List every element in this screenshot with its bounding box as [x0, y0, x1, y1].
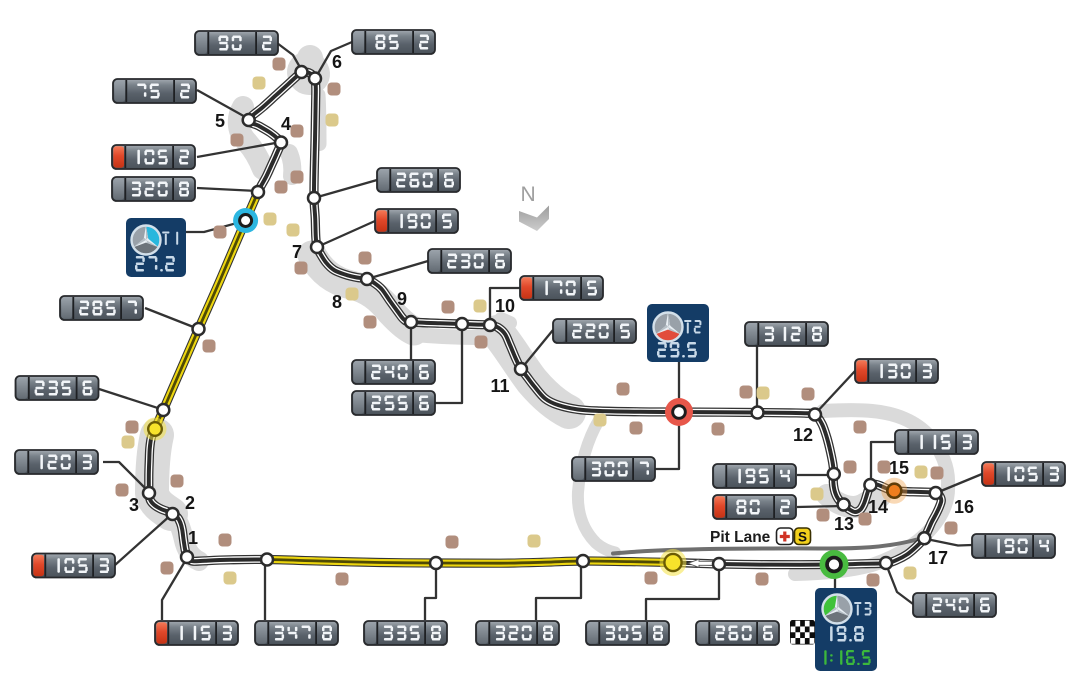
svg-text:17: 17: [928, 548, 948, 568]
svg-text:16: 16: [954, 497, 974, 517]
svg-text:7: 7: [292, 242, 302, 262]
svg-text:1: 1: [188, 528, 198, 548]
svg-text:11: 11: [490, 376, 509, 396]
svg-text:9: 9: [397, 289, 407, 309]
svg-text:14: 14: [868, 497, 888, 517]
svg-text:12: 12: [793, 425, 813, 445]
svg-text:15: 15: [889, 458, 909, 478]
svg-text:3: 3: [129, 495, 139, 515]
svg-text:S: S: [798, 530, 807, 545]
svg-text:6: 6: [332, 52, 342, 72]
svg-text:10: 10: [495, 296, 515, 316]
svg-text:13: 13: [834, 514, 854, 534]
svg-text:4: 4: [281, 114, 291, 134]
svg-text:Pit Lane: Pit Lane: [710, 529, 771, 546]
svg-text:N: N: [521, 183, 536, 206]
svg-text:8: 8: [332, 292, 342, 312]
svg-text:2: 2: [185, 493, 195, 513]
svg-text:5: 5: [215, 111, 225, 131]
